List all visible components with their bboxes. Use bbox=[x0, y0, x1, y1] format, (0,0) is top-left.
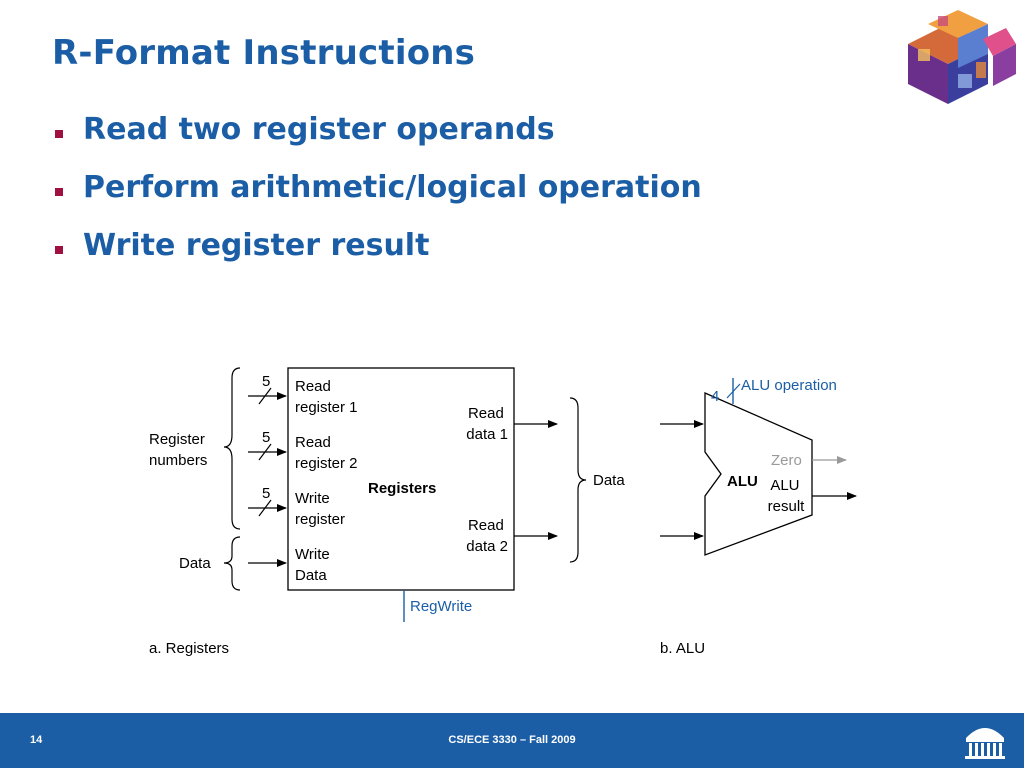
bus-width-label: 5 bbox=[262, 373, 270, 390]
alu-operation-label: ALU operation bbox=[741, 377, 837, 394]
input-label-line: register bbox=[295, 511, 345, 528]
input-read-register-1: Read register 1 bbox=[295, 378, 358, 416]
caption-registers: a. Registers bbox=[149, 640, 229, 657]
data-in-brace bbox=[223, 536, 241, 591]
alu-zero-label: Zero bbox=[771, 452, 802, 469]
bullet-marker bbox=[55, 130, 63, 138]
input-label-line: register 1 bbox=[295, 399, 358, 416]
alu-operation-slash bbox=[726, 383, 741, 399]
register-numbers-label: Register numbers bbox=[149, 431, 209, 469]
bus-slash bbox=[258, 499, 272, 517]
output-read-data-2: Read data 2 bbox=[466, 517, 508, 555]
register-numbers-brace bbox=[223, 367, 241, 530]
cube-logo-icon bbox=[908, 10, 1016, 104]
data-out-brace bbox=[569, 397, 587, 563]
bullet-marker bbox=[55, 246, 63, 254]
output-label-line: Read bbox=[468, 517, 504, 534]
registers-title: Registers bbox=[368, 480, 436, 497]
bus-slash bbox=[258, 443, 272, 461]
university-rotunda-icon bbox=[965, 728, 1005, 759]
footer-bar: 14 CS/ECE 3330 – Fall 2009 bbox=[0, 713, 1024, 768]
input-write-register: Write register bbox=[295, 490, 345, 528]
data-out-label: Data bbox=[593, 472, 625, 489]
alu-label: ALU bbox=[727, 473, 758, 490]
caption-alu: b. ALU bbox=[660, 640, 705, 657]
bullet-text: Read two register operands bbox=[83, 112, 555, 147]
output-label-line: Read bbox=[468, 405, 504, 422]
bus-slash bbox=[258, 387, 272, 405]
alu-operation-width: 4 bbox=[711, 388, 719, 405]
bullet-text: Perform arithmetic/logical operation bbox=[83, 170, 702, 205]
input-read-register-2: Read register 2 bbox=[295, 434, 358, 472]
page-number: 14 bbox=[30, 734, 43, 746]
input-label-line: Write bbox=[295, 546, 330, 563]
bus-width-label: 5 bbox=[262, 429, 270, 446]
output-label-line: data 2 bbox=[466, 538, 508, 555]
bullet-text: Write register result bbox=[83, 228, 430, 263]
bullet-item: Perform arithmetic/logical operation bbox=[52, 170, 702, 228]
bullet-item: Write register result bbox=[52, 228, 702, 286]
bullet-item: Read two register operands bbox=[52, 112, 702, 170]
bullet-marker bbox=[55, 188, 63, 196]
slide-title: R-Format Instructions bbox=[52, 33, 476, 73]
input-label-line: Read bbox=[295, 378, 331, 395]
output-read-data-1: Read data 1 bbox=[466, 405, 508, 443]
input-label-line: Write bbox=[295, 490, 330, 507]
bus-width-label: 5 bbox=[262, 485, 270, 502]
input-label-line: register 2 bbox=[295, 455, 358, 472]
alu-result-label: ALU result bbox=[768, 477, 806, 515]
input-write-data: Write Data bbox=[295, 546, 334, 584]
course-label: CS/ECE 3330 – Fall 2009 bbox=[448, 734, 576, 746]
regwrite-label: RegWrite bbox=[410, 598, 472, 615]
input-label-line: Data bbox=[295, 567, 327, 584]
output-label-line: data 1 bbox=[466, 426, 508, 443]
bullet-list: Read two register operands Perform arith… bbox=[52, 112, 702, 286]
registers-box bbox=[287, 367, 515, 591]
data-in-label: Data bbox=[179, 555, 211, 572]
input-label-line: Read bbox=[295, 434, 331, 451]
alu-shape bbox=[704, 392, 813, 556]
